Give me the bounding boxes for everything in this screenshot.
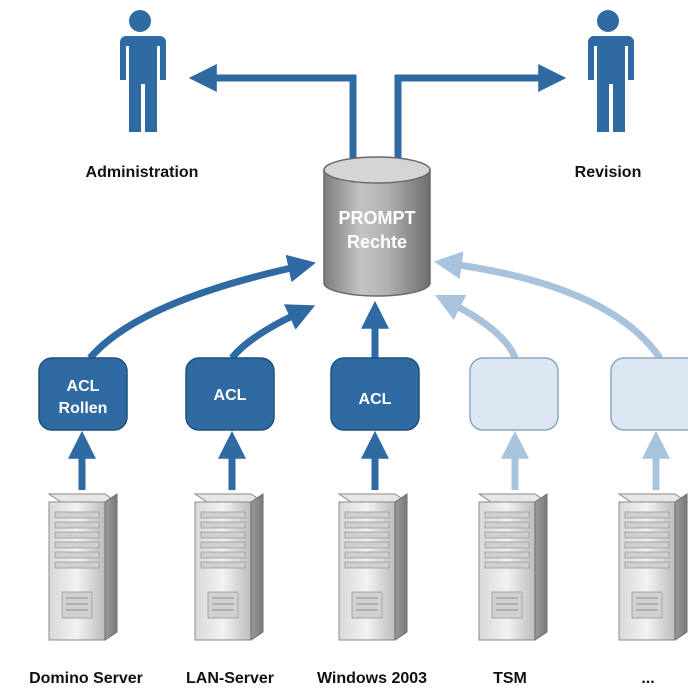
person-icon	[588, 10, 634, 132]
arrow-acl-lan-to-db	[229, 304, 316, 361]
adapter-line2: Rollen	[59, 400, 108, 417]
administration-actor: Administration	[86, 10, 199, 181]
arrow-to-administration	[188, 64, 357, 170]
server-tower-icon	[194, 493, 264, 641]
server-label: Domino Server	[29, 670, 143, 687]
revision-actor: Revision	[575, 10, 642, 181]
adapter-acl-rollen: ACL Rollen	[38, 357, 128, 431]
arrow-more-to-db	[433, 251, 663, 360]
adapter-acl-lan: ACL	[185, 357, 275, 431]
server-windows: Windows 2003	[317, 493, 427, 687]
database-cylinder-icon: PROMPT Rechte	[323, 156, 431, 297]
server-label: ...	[641, 670, 654, 687]
adapter-line1: ACL	[359, 391, 392, 408]
arrow-acl-rollen-to-db	[87, 254, 316, 361]
server-label: LAN-Server	[186, 670, 274, 687]
adapter-line1: ACL	[214, 387, 247, 404]
server-domino: Domino Server	[29, 493, 143, 687]
adapter-connectors	[87, 251, 663, 361]
adapter-more-placeholder	[610, 357, 688, 431]
administration-label: Administration	[86, 164, 199, 181]
server-connectors	[68, 430, 670, 490]
database-title: PROMPT	[338, 208, 415, 228]
server-label: TSM	[493, 670, 527, 687]
person-icon	[120, 10, 166, 132]
arrow-tsm-to-db	[434, 294, 519, 360]
adapter-line1: ACL	[67, 378, 100, 395]
server-label: Windows 2003	[317, 670, 427, 687]
server-tower-icon	[618, 493, 688, 641]
database-subtitle: Rechte	[347, 232, 407, 252]
server-tower-icon	[338, 493, 408, 641]
server-lan: LAN-Server	[186, 493, 274, 687]
server-tower-icon	[48, 493, 118, 641]
top-connectors	[188, 64, 567, 170]
revision-label: Revision	[575, 164, 642, 181]
server-tower-icon	[478, 493, 548, 641]
arrow-to-revision	[394, 64, 567, 170]
server-tsm: TSM	[478, 493, 548, 687]
adapter-tsm-placeholder	[469, 357, 559, 431]
adapter-acl-windows: ACL	[330, 357, 420, 431]
server-more: ...	[618, 493, 688, 687]
